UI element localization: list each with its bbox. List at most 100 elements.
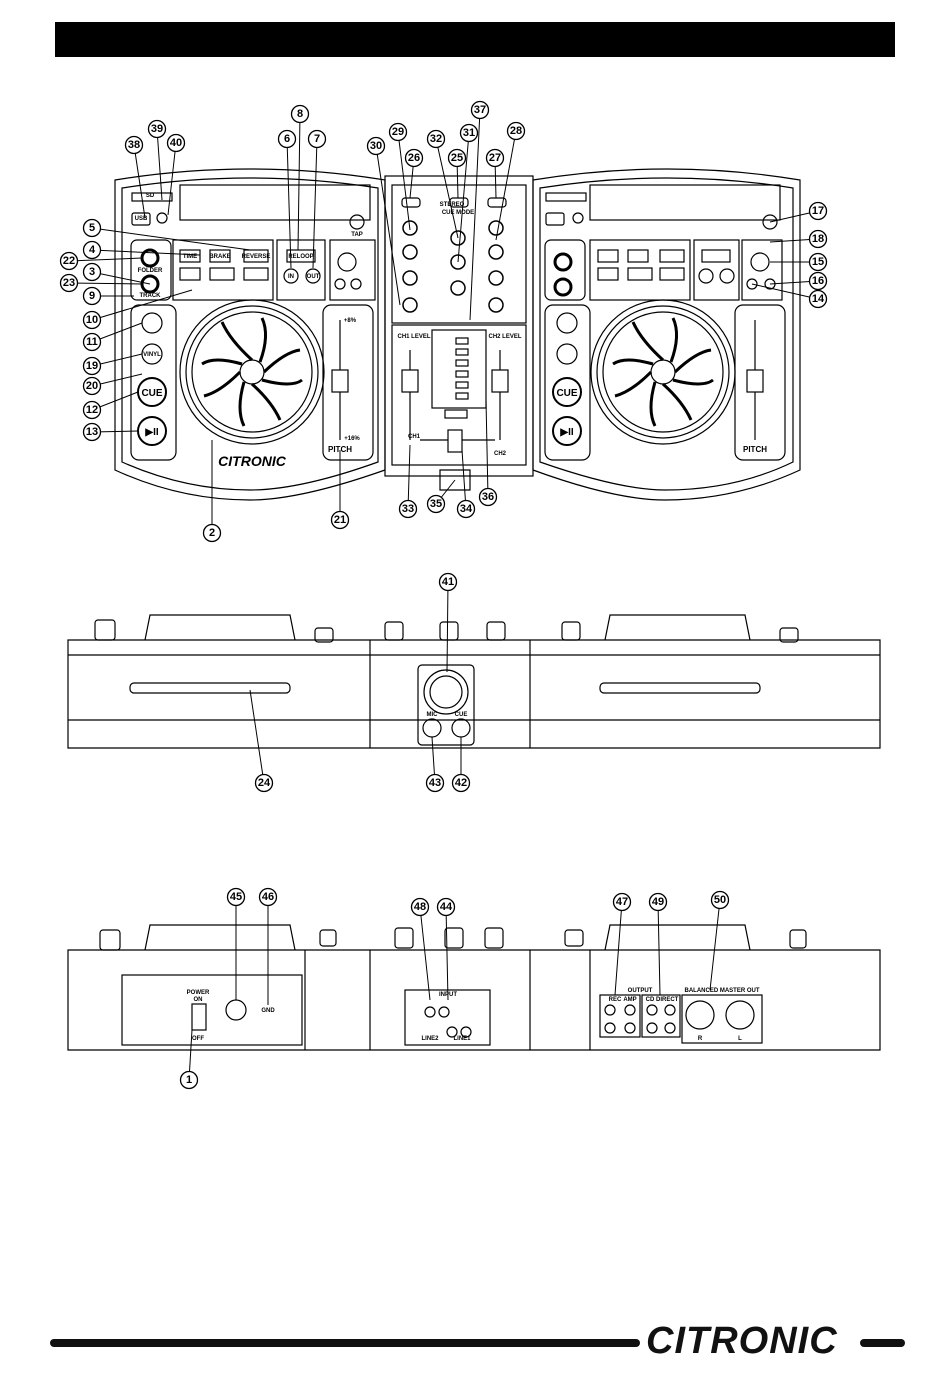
callout-leader <box>68 257 143 262</box>
callout-leader <box>312 138 318 269</box>
callout-number: 11 <box>86 336 98 348</box>
callout-circle <box>398 499 418 519</box>
callout-circle <box>648 892 668 912</box>
callout-leader <box>286 138 292 269</box>
time-label: TIME <box>183 254 197 260</box>
out-label: OUT <box>307 274 320 280</box>
callout-circle <box>124 135 144 155</box>
callout-number: 10 <box>86 314 98 326</box>
callout-number: 15 <box>812 256 824 268</box>
callout-circle <box>426 494 446 514</box>
header-bar <box>55 22 895 57</box>
callout-circle <box>808 229 828 249</box>
callout-circle <box>307 129 327 149</box>
callout-leader <box>91 249 201 256</box>
callout-circle <box>436 897 456 917</box>
callout-number: 30 <box>370 140 382 152</box>
line2-label: LINE2 <box>421 1036 439 1042</box>
callout-number: 37 <box>474 104 486 116</box>
off-label: OFF <box>192 1036 204 1042</box>
r-label: R <box>698 1036 703 1042</box>
callout-leader <box>375 145 401 306</box>
callout-leader <box>495 130 517 241</box>
right-cue-label: CUE <box>556 388 577 399</box>
on-label: ON <box>194 997 203 1003</box>
callout-number: 16 <box>812 275 824 287</box>
callout-number: 3 <box>89 266 95 278</box>
output-label: OUTPUT <box>628 988 653 994</box>
callout-circle <box>226 887 246 907</box>
right-deck-outline <box>532 168 801 501</box>
callout-number: 31 <box>463 127 475 139</box>
callout-circle <box>82 310 102 330</box>
callout-circle <box>404 148 424 168</box>
callout-number: 20 <box>86 380 98 392</box>
callout-leader <box>461 449 467 510</box>
callout-leader <box>249 689 265 784</box>
callout-circle <box>447 148 467 168</box>
callout-circle <box>330 510 350 530</box>
callout-number: 43 <box>429 777 441 789</box>
callout-leader <box>91 271 151 285</box>
usb-label: USB <box>135 216 148 222</box>
front-cue-label: CUE <box>455 712 468 718</box>
callout-circle <box>202 523 222 543</box>
reverse-label: REVERSE <box>242 254 271 260</box>
callout-number: 26 <box>408 152 420 164</box>
callout-circle <box>451 773 471 793</box>
pitch-bottom-label: +16% <box>344 436 360 442</box>
callout-number: 48 <box>414 901 426 913</box>
callout-number: 50 <box>714 894 726 906</box>
callout-circle <box>438 572 458 592</box>
track-label: TRACK <box>140 293 162 299</box>
callout-number: 17 <box>812 205 824 217</box>
callout-number: 28 <box>510 125 522 137</box>
callout-circle <box>366 136 386 156</box>
callout-number: 42 <box>455 777 467 789</box>
callout-number: 18 <box>812 233 824 245</box>
gnd-label: GND <box>261 1008 275 1014</box>
callout-number: 32 <box>430 133 442 145</box>
callout-number: 22 <box>63 255 75 267</box>
callout-circle <box>82 400 102 420</box>
callout-number: 12 <box>86 404 98 416</box>
callout-leader <box>91 289 193 321</box>
callout-leader <box>709 899 721 991</box>
callout-number: 49 <box>652 896 664 908</box>
callout-leader <box>91 227 251 251</box>
right-cd-slot <box>599 682 761 694</box>
callout-leader <box>469 109 481 321</box>
callout-number: 41 <box>442 576 454 588</box>
callout-circle <box>59 273 79 293</box>
cue-mode-label: CUE MODE <box>442 210 474 216</box>
mic-label: MIC <box>427 712 439 718</box>
callout-circle <box>485 148 505 168</box>
callout-number: 9 <box>89 290 95 302</box>
callout-number: 39 <box>151 123 163 135</box>
callout-leader <box>457 132 470 263</box>
callout-number: 46 <box>262 891 274 903</box>
callout-circle <box>82 422 102 442</box>
deck-brand-label: CITRONIC <box>218 453 287 469</box>
callout-leader <box>435 138 459 239</box>
right-pitch-label: PITCH <box>743 445 767 454</box>
mixer-outline <box>384 175 534 477</box>
callout-circle <box>179 1070 199 1090</box>
callout-circle <box>456 499 476 519</box>
callout-circle <box>82 356 102 376</box>
callout-number: 8 <box>297 108 303 120</box>
ch2-level-label: CH2 LEVEL <box>488 334 521 340</box>
callout-circle <box>166 133 186 153</box>
callout-circle <box>254 773 274 793</box>
callout-circle <box>388 122 408 142</box>
callout-circle <box>470 100 490 120</box>
callout-number: 25 <box>451 152 463 164</box>
callout-leader <box>407 444 411 510</box>
l-label: L <box>738 1036 742 1042</box>
callout-leader <box>397 131 411 231</box>
footer-rule-left <box>50 1339 640 1347</box>
right-lcd <box>589 184 781 221</box>
left-play-label: ▶II <box>144 427 158 438</box>
callout-number: 34 <box>460 503 473 515</box>
stereo-label: STEREO <box>440 202 465 208</box>
